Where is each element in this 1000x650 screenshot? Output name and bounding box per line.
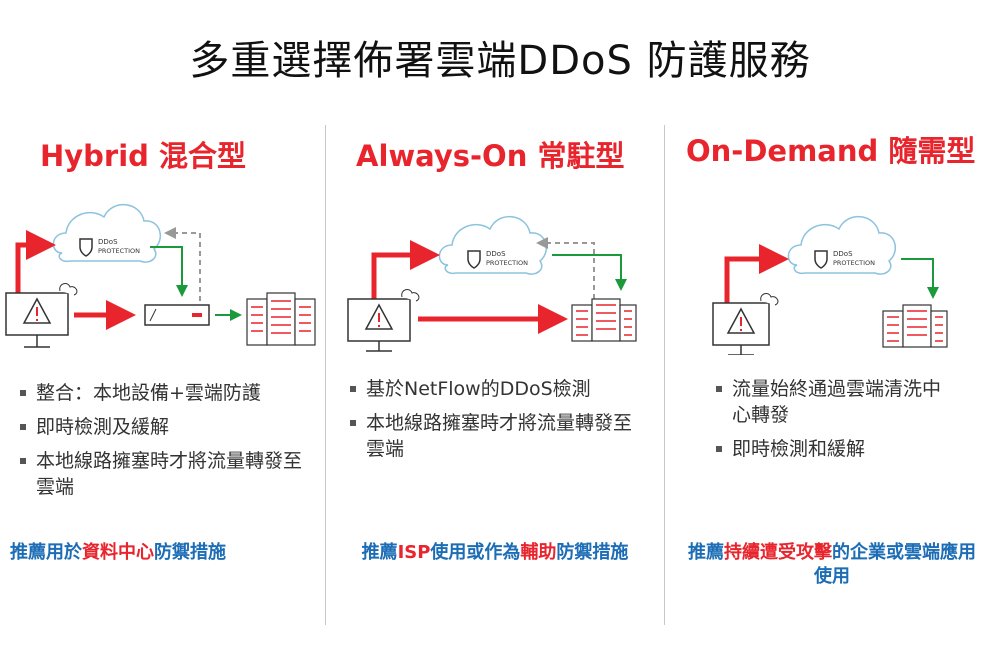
on-demand-heading: On-Demand 隨需型 <box>686 134 976 168</box>
always-on-heading: Always-On 常駐型 <box>356 139 625 173</box>
ddos-badge-line1: DDoS <box>486 250 506 258</box>
shield-icon <box>79 238 93 257</box>
ddos-badge-line2: PROTECTION <box>98 247 140 255</box>
appliance-icon <box>144 304 210 326</box>
always-on-recommendation: 推薦ISP使用或作為輔助防禦措施 <box>361 542 629 563</box>
page-title: 多重選擇佈署雲端DDoS 防護服務 <box>189 38 811 84</box>
column-divider-1 <box>325 125 326 625</box>
monitor-icon <box>712 293 779 355</box>
cloud-icon <box>438 215 548 275</box>
hybrid-diagram: DDoS PROTECTION <box>5 203 316 348</box>
bullet-item: 整合：本地設備+雲端防護 <box>18 380 313 406</box>
on-demand-bullets: 流量始終通過雲端清洗中心轉發 即時檢測和緩解 <box>714 376 954 470</box>
ddos-badge-line2: PROTECTION <box>833 259 875 267</box>
column-divider-2 <box>664 125 665 625</box>
ddos-badge-line1: DDoS <box>98 238 118 246</box>
server-icon <box>571 298 637 342</box>
always-on-bullets: 基於NetFlow的DDoS檢測 本地線路擁塞時才將流量轉發至雲端 <box>348 376 638 470</box>
bullet-item: 基於NetFlow的DDoS檢測 <box>348 376 638 402</box>
ddos-badge-line2: PROTECTION <box>486 259 528 267</box>
on-demand-recommendation: 推薦持續遭受攻擊的企業或雲端應用使用 <box>688 542 976 587</box>
monitor-icon <box>5 283 78 348</box>
bullet-item: 即時檢測和緩解 <box>714 436 954 462</box>
monitor-icon <box>347 289 420 352</box>
bullet-item: 本地線路擁塞時才將流量轉發至雲端 <box>18 448 313 500</box>
hybrid-heading: Hybrid 混合型 <box>40 139 247 173</box>
server-icon <box>246 292 316 346</box>
shield-icon <box>814 250 828 269</box>
bullet-item: 即時檢測及緩解 <box>18 414 313 440</box>
hybrid-recommendation: 推薦用於資料中心防禦措施 <box>10 542 226 563</box>
on-demand-diagram: DDoS PROTECTION <box>712 215 948 355</box>
shield-icon <box>467 250 481 269</box>
hybrid-bullets: 整合：本地設備+雲端防護 即時檢測及緩解 本地線路擁塞時才將流量轉發至雲端 <box>18 380 313 508</box>
server-icon <box>882 304 948 348</box>
ddos-badge-line1: DDoS <box>833 250 853 258</box>
bullet-item: 流量始終通過雲端清洗中心轉發 <box>714 376 954 428</box>
always-on-diagram: DDoS PROTECTION <box>347 215 637 352</box>
bullet-item: 本地線路擁塞時才將流量轉發至雲端 <box>348 410 638 462</box>
